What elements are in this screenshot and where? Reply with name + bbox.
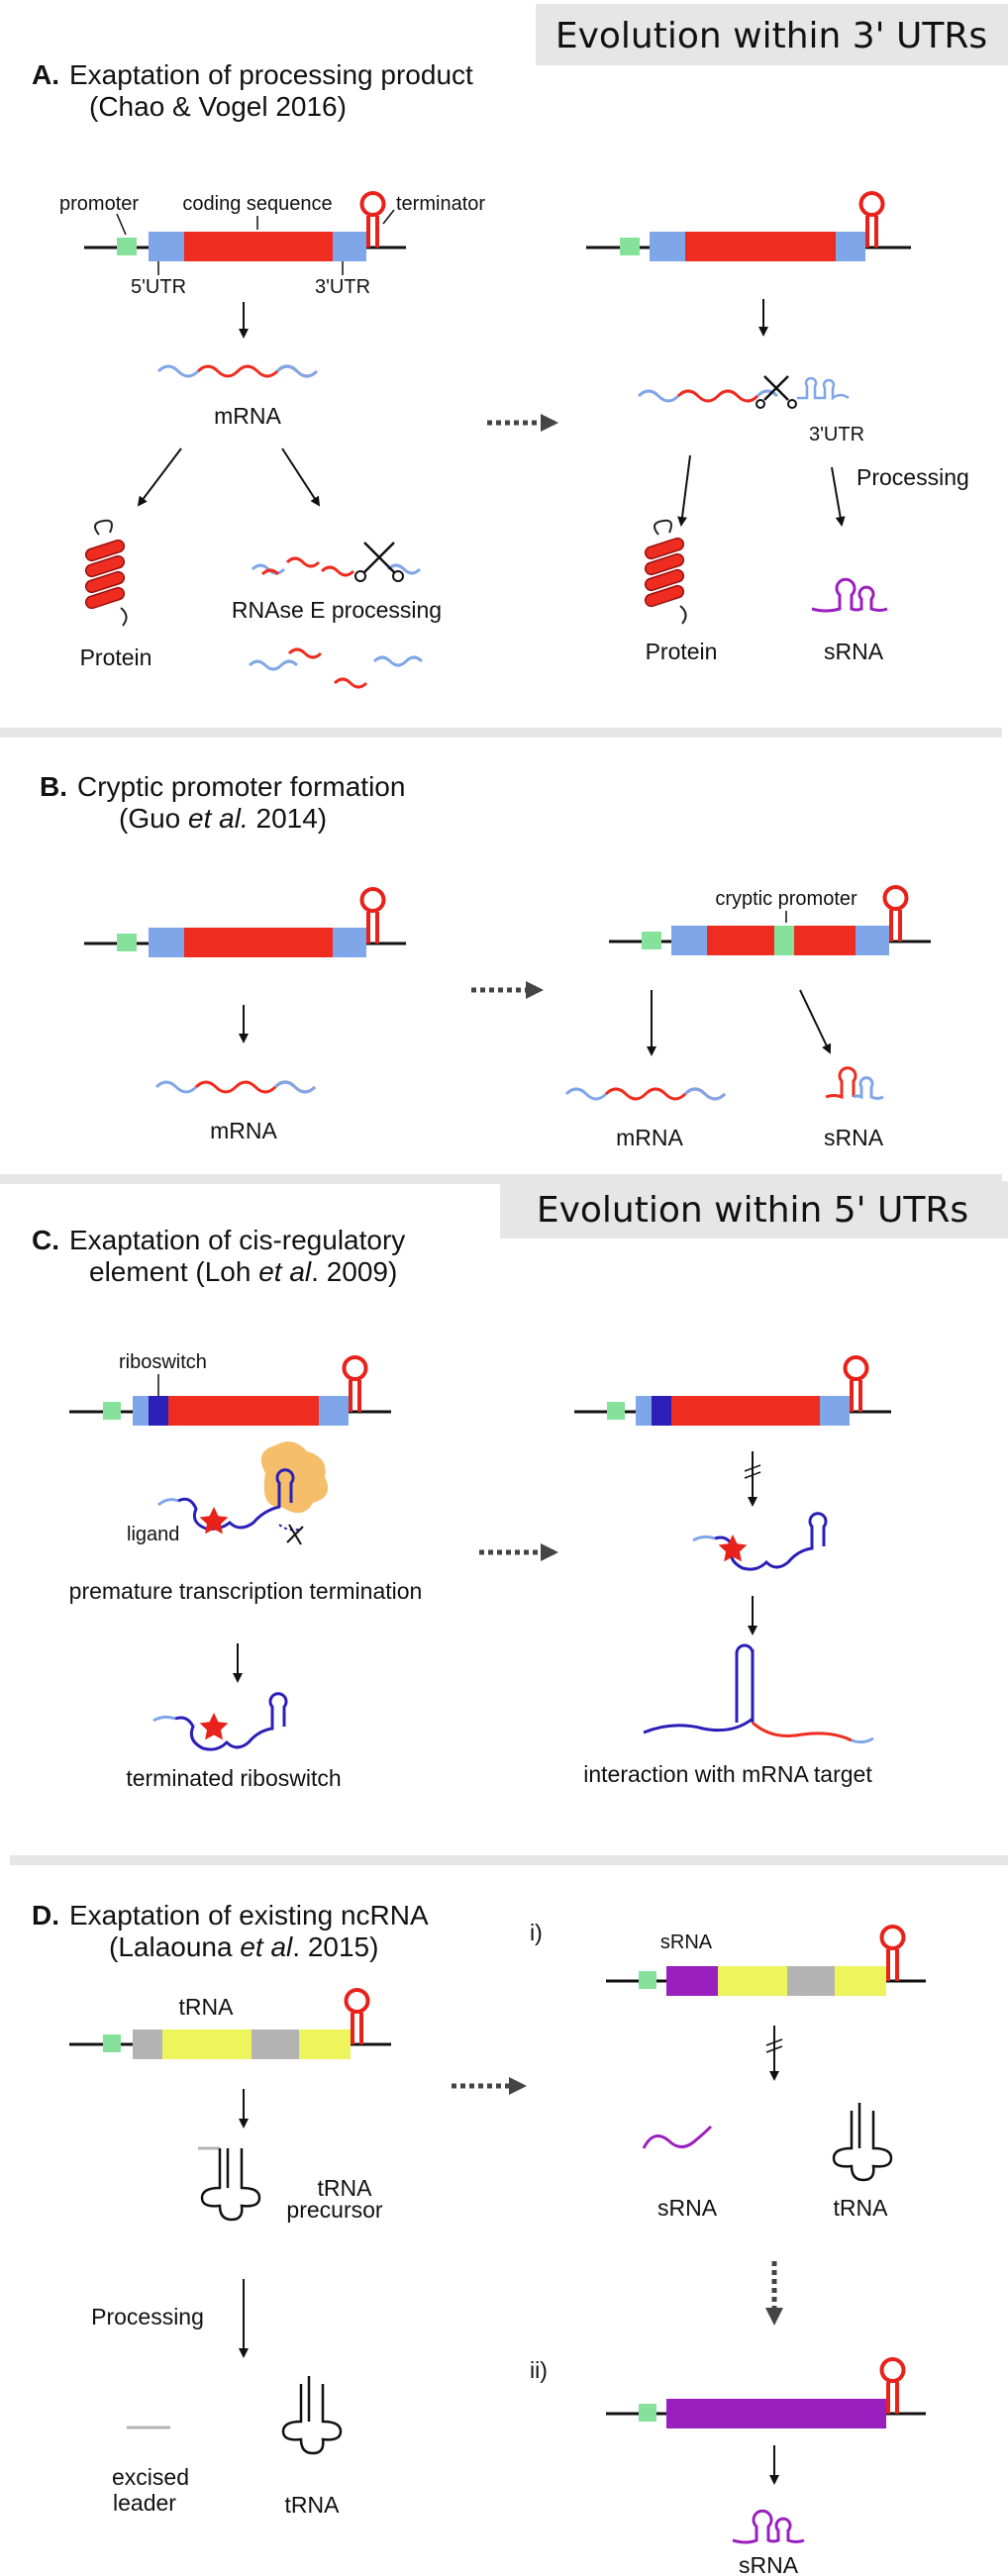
label-coding-sequence: coding sequence <box>182 193 332 215</box>
label-terminated-riboswitch: terminated riboswitch <box>126 1765 341 1791</box>
section-b-title-line2: (Guo et al. 2014) <box>119 803 327 834</box>
cryptic-promoter-box <box>774 926 794 955</box>
section-a-right-gene <box>586 191 911 261</box>
section-c-letter: C. <box>32 1225 59 1255</box>
label-srna-i: sRNA <box>657 2195 718 2221</box>
label-mrna-b-right: mRNA <box>616 1125 683 1150</box>
label-premature-termination: premature transcription termination <box>69 1578 423 1604</box>
label-rnase: RNAse E processing <box>232 597 442 623</box>
label-3utr: 3'UTR <box>315 276 370 298</box>
utr3-box <box>333 232 366 261</box>
utr5-box <box>149 232 184 261</box>
section-c-left-gene <box>69 1355 391 1426</box>
label-interaction: interaction with mRNA target <box>583 1761 872 1787</box>
section-c-title-line2: element (Loh et al. 2009) <box>89 1256 397 1287</box>
banner-5utr: Evolution within 5' UTRs <box>537 1190 968 1231</box>
label-ligand: ligand <box>127 1524 179 1545</box>
trna-icon-i <box>832 2103 893 2182</box>
section-a-letter: A. <box>32 59 59 90</box>
label-cryptic-promoter: cryptic promoter <box>715 888 857 910</box>
label-srna-ii: sRNA <box>739 2552 799 2576</box>
label-mrna-a: mRNA <box>214 403 281 429</box>
label-roman-i: i) <box>530 1920 543 1945</box>
label-5utr: 5'UTR <box>131 276 186 298</box>
label-trna-precursor-2: precursor <box>286 2197 382 2223</box>
label-protein-a-left: Protein <box>80 644 152 670</box>
label-terminator: terminator <box>396 193 485 215</box>
label-srna-gene: sRNA <box>660 1932 713 1953</box>
termination-cross-icon <box>286 1524 304 1545</box>
section-d-title-line1: Exaptation of existing ncRNA <box>69 1900 429 1931</box>
ligand-star-icon-3 <box>718 1535 748 1562</box>
label-right-3utr: 3'UTR <box>809 424 864 446</box>
label-srna-b: sRNA <box>824 1125 884 1150</box>
srna-icon-a <box>811 577 888 613</box>
section-b-left-mrna <box>154 1080 317 1094</box>
label-processing-a: Processing <box>857 464 969 490</box>
section-b-right-mrna <box>564 1087 727 1101</box>
scissors-icon <box>354 542 404 582</box>
section-b-title-line1: Cryptic promoter formation <box>77 771 405 802</box>
section-d-ii-gene <box>606 2357 926 2428</box>
label-trna-precursor-1: tRNA <box>318 2175 373 2201</box>
label-srna-a: sRNA <box>824 639 884 664</box>
divider-ab <box>0 728 1002 738</box>
section-a-title-line2: (Chao & Vogel 2016) <box>89 91 347 122</box>
mrna-target-interaction <box>643 1643 874 1744</box>
banner-3utr-bg <box>536 4 1008 65</box>
section-b-letter: B. <box>40 771 67 802</box>
section-c-riboswitch-rna <box>157 1468 302 1532</box>
section-d-letter: D. <box>32 1900 59 1931</box>
srna-icon-d <box>732 2509 805 2544</box>
section-d-srna-gene <box>606 1925 926 1996</box>
trna-icon-bottom <box>281 2376 343 2455</box>
coding-box <box>184 232 333 261</box>
srna-icon-b <box>825 1066 884 1100</box>
scissors-icon-right <box>756 375 797 409</box>
section-b-right-gene <box>609 885 931 955</box>
label-promoter: promoter <box>59 193 139 215</box>
label-excised-2: leader <box>113 2490 176 2516</box>
divider-cd <box>10 1855 1008 1865</box>
section-a-title-line1: Exaptation of processing product <box>69 59 473 90</box>
label-riboswitch: riboswitch <box>119 1351 207 1373</box>
section-a-mrna-wave <box>156 364 319 378</box>
section-d-title-line2: (Lalaouna et al. 2015) <box>109 1932 378 1962</box>
section-a-left-gene <box>84 191 406 261</box>
arrow-break-icon-d <box>765 2038 783 2053</box>
banner-5utr-bg <box>500 1181 1008 1238</box>
label-excised-1: excised <box>112 2464 189 2490</box>
section-c-right-gene <box>574 1355 891 1426</box>
label-mrna-b-left: mRNA <box>210 1118 277 1143</box>
section-d-trna-gene <box>69 1988 391 2059</box>
promoter-box <box>117 238 137 255</box>
trna-precursor-icon <box>198 2146 261 2222</box>
ligand-star-icon <box>199 1507 229 1535</box>
divider-bc <box>0 1174 1002 1184</box>
section-b-left-gene <box>84 887 406 957</box>
arrow-break-icon-c <box>744 1464 761 1479</box>
rnase-fragments <box>248 556 424 689</box>
label-trna-i: tRNA <box>834 2195 889 2221</box>
label-processing-d: Processing <box>91 2304 204 2329</box>
section-c-right-riboswitch <box>692 1512 828 1571</box>
ligand-star-icon-2 <box>199 1713 229 1740</box>
terminator-hairpin <box>359 191 386 248</box>
srna-wave-d <box>642 2125 713 2149</box>
label-protein-a-right: Protein <box>646 639 718 664</box>
label-trna-bottom: tRNA <box>285 2492 341 2518</box>
banner-3utr: Evolution within 3' UTRs <box>555 16 987 56</box>
section-c-terminated-riboswitch <box>152 1692 288 1751</box>
protein-icon-right <box>644 519 687 625</box>
protein-icon-left <box>84 519 128 627</box>
section-a-right-mrna <box>637 376 850 403</box>
label-roman-ii: ii) <box>530 2357 548 2383</box>
label-trna-gene: tRNA <box>179 1994 235 2020</box>
section-c-title-line1: Exaptation of cis-regulatory <box>69 1225 405 1255</box>
